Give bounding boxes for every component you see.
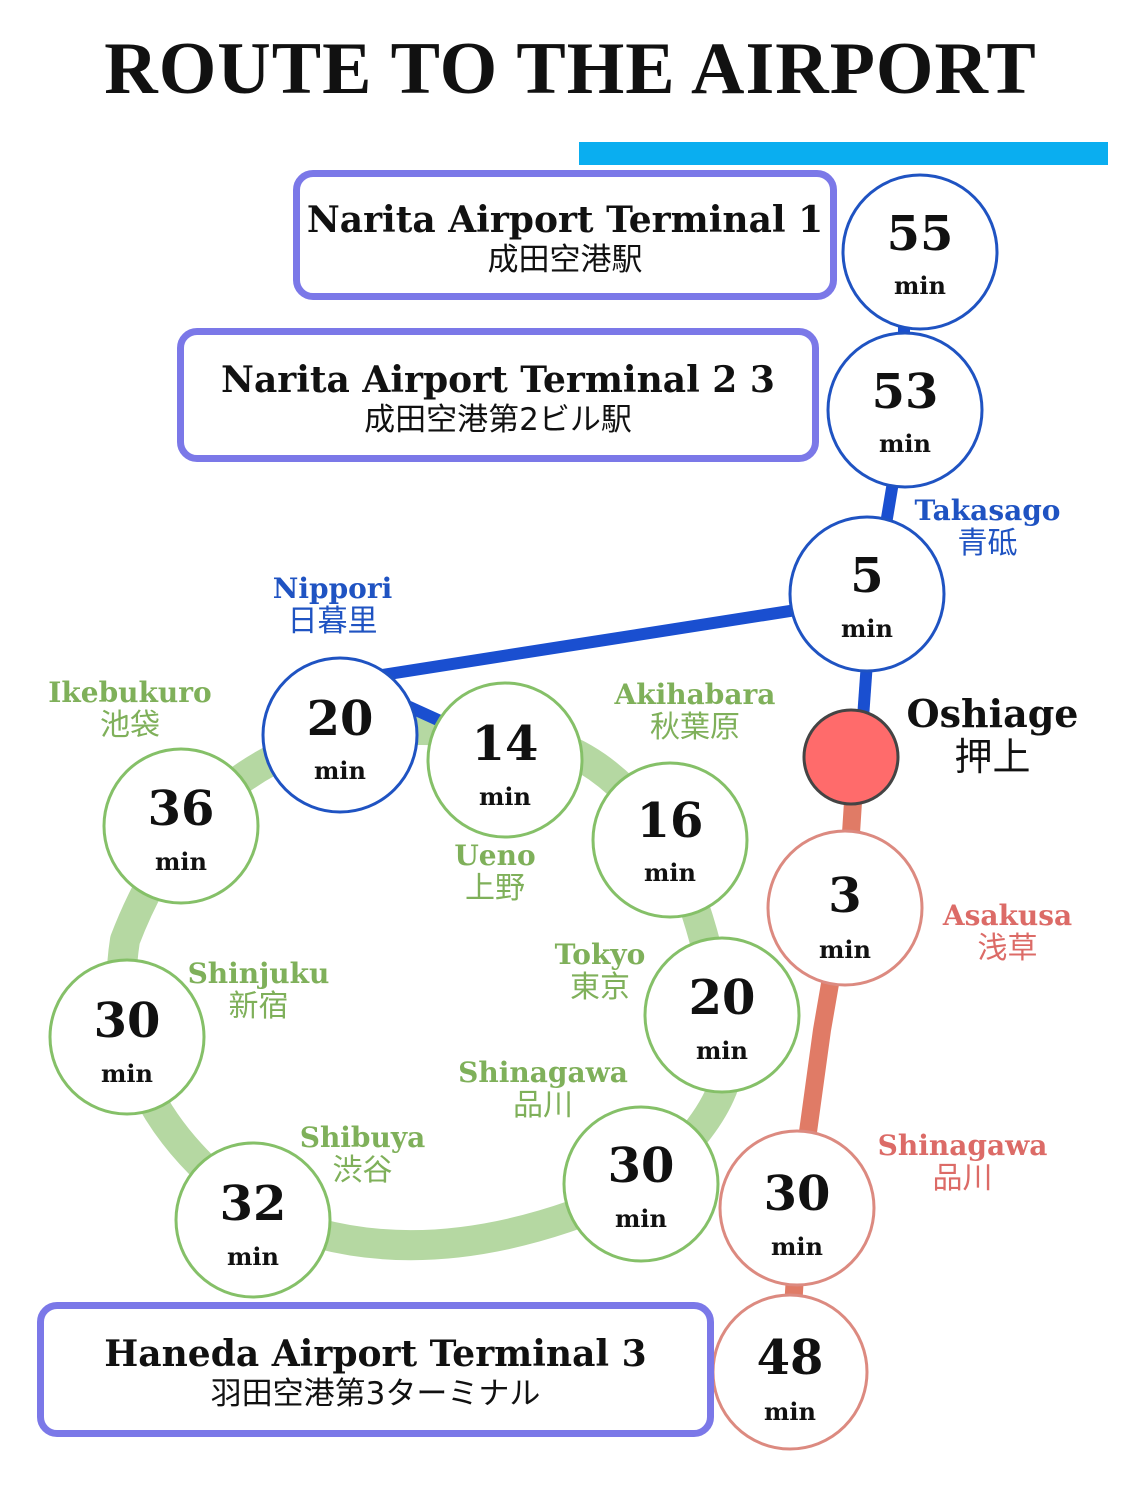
stop-ikebukuro: 36 min — [102, 747, 260, 905]
airport-name-en: Narita Airport Terminal 2 3 — [221, 359, 775, 401]
stop-asakusa: 3 min — [766, 829, 924, 987]
station-name-en: Shibuya — [299, 1121, 426, 1154]
unit-takasago: min — [841, 614, 893, 643]
time-narita-t1: 55 — [887, 206, 954, 262]
unit-shinagawa-keikyu: min — [771, 1232, 823, 1261]
unit-narita-t23: min — [879, 429, 931, 458]
unit-haneda-t3: min — [764, 1397, 816, 1426]
stop-oshiage — [802, 708, 900, 806]
station-name-en: Ikebukuro — [48, 676, 212, 709]
station-name-en: Asakusa — [942, 899, 1073, 932]
airport-box-narita-t23: Narita Airport Terminal 2 3 成田空港第2ビル駅 — [177, 328, 819, 462]
station-name-en: Shinagawa — [877, 1129, 1048, 1162]
time-shinjuku: 30 — [94, 993, 161, 1049]
stop-tokyo: 20 min — [643, 936, 801, 1094]
airport-box-haneda-t3: Haneda Airport Terminal 3 羽田空港第3ターミナル — [37, 1302, 714, 1437]
station-name-jp: 日暮里 — [287, 604, 378, 640]
station-label-oshiage: Oshiage 押上 — [905, 692, 1080, 779]
station-label-akihabara: Akihabara 秋葉原 — [600, 678, 790, 746]
airport-name-en: Haneda Airport Terminal 3 — [104, 1333, 647, 1375]
stop-shinjuku: 30 min — [48, 958, 206, 1116]
top-accent-bar — [579, 142, 1108, 165]
stop-shinagawa-keikyu: 30 min — [718, 1129, 876, 1287]
station-name-jp: 浅草 — [977, 931, 1038, 967]
station-name-jp: 東京 — [570, 970, 630, 1006]
station-name-en: Shinjuku — [187, 957, 330, 990]
airport-box-narita-t1: Narita Airport Terminal 1 成田空港駅 — [293, 170, 837, 300]
time-shinagawa-jr: 30 — [608, 1138, 675, 1194]
station-label-shinjuku: Shinjuku 新宿 — [176, 957, 341, 1025]
station-name-en: Akihabara — [614, 678, 776, 711]
station-label-tokyo: Tokyo 東京 — [540, 938, 660, 1006]
airport-name-jp: 成田空港駅 — [487, 241, 643, 278]
time-akihabara: 16 — [637, 793, 704, 849]
time-ikebukuro: 36 — [148, 781, 215, 837]
station-name-en: Ueno — [454, 839, 536, 872]
unit-akihabara: min — [644, 858, 696, 887]
stop-nippori: 20 min — [261, 656, 419, 814]
stop-haneda-t3: 48 min — [711, 1293, 869, 1451]
station-label-ueno: Ueno 上野 — [440, 839, 550, 907]
stop-takasago: 5 min — [788, 515, 946, 673]
time-haneda-t3: 48 — [757, 1330, 824, 1386]
station-name-jp: 池袋 — [100, 708, 160, 744]
station-label-shibuya: Shibuya 渋谷 — [285, 1121, 440, 1189]
unit-asakusa: min — [819, 935, 871, 964]
station-name-jp: 青砥 — [957, 526, 1018, 562]
unit-ueno: min — [479, 782, 531, 811]
airport-name-jp: 羽田空港第3ターミナル — [210, 1375, 541, 1412]
station-name-en: Tokyo — [554, 938, 646, 971]
station-name-jp: 秋葉原 — [650, 710, 740, 746]
station-name-jp: 上野 — [465, 871, 525, 907]
unit-ikebukuro: min — [155, 847, 207, 876]
station-name-jp: 押上 — [954, 734, 1031, 779]
station-name-jp: 渋谷 — [332, 1153, 393, 1189]
time-narita-t23: 53 — [872, 364, 939, 420]
unit-shinagawa-jr: min — [615, 1204, 667, 1233]
stop-shinagawa-jr: 30 min — [562, 1105, 720, 1263]
station-label-ikebukuro: Ikebukuro 池袋 — [35, 676, 225, 744]
station-label-shinagawa-keikyu: Shinagawa 品川 — [865, 1129, 1060, 1197]
airport-name-jp: 成田空港第2ビル駅 — [364, 401, 632, 438]
station-name-jp: 品川 — [932, 1161, 993, 1197]
station-name-en: Takasago — [914, 494, 1061, 527]
stop-akihabara: 16 min — [591, 761, 749, 919]
airport-name-en: Narita Airport Terminal 1 — [306, 199, 824, 241]
time-asakusa: 3 — [828, 868, 861, 924]
unit-nippori: min — [314, 756, 366, 785]
time-takasago: 5 — [850, 548, 883, 604]
station-name-en: Nippori — [272, 572, 393, 605]
time-shibuya: 32 — [220, 1176, 287, 1232]
station-name-jp: 新宿 — [228, 989, 289, 1025]
time-ueno: 14 — [472, 716, 539, 772]
station-label-shinagawa-jr: Shinagawa 品川 — [448, 1056, 638, 1124]
stop-narita-t1: 55 min — [841, 173, 999, 331]
station-name-jp: 品川 — [513, 1088, 573, 1124]
unit-shibuya: min — [227, 1242, 279, 1271]
blue-line-takasago-nippori — [349, 594, 861, 686]
unit-tokyo: min — [696, 1036, 748, 1065]
page-title: ROUTE TO THE AIRPORT — [104, 28, 1037, 110]
station-name-en: Oshiage — [906, 691, 1079, 736]
stop-narita-t23: 53 min — [826, 331, 984, 489]
stop-shibuya: 32 min — [174, 1141, 332, 1299]
station-label-asakusa: Asakusa 浅草 — [930, 899, 1085, 967]
station-name-en: Shinagawa — [458, 1056, 628, 1089]
station-label-nippori: Nippori 日暮里 — [255, 572, 410, 640]
time-shinagawa-keikyu: 30 — [764, 1166, 831, 1222]
time-nippori: 20 — [307, 691, 374, 747]
station-label-takasago: Takasago 青砥 — [905, 494, 1070, 562]
unit-narita-t1: min — [894, 271, 946, 300]
unit-shinjuku: min — [101, 1059, 153, 1088]
stop-ueno: 14 min — [426, 681, 584, 839]
time-tokyo: 20 — [689, 970, 756, 1026]
